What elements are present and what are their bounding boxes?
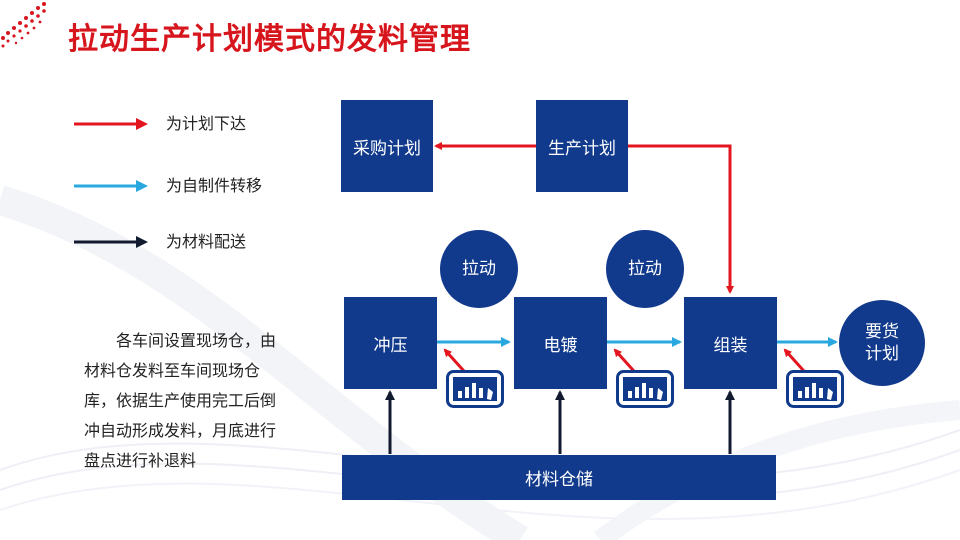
pull-circle-2: 拉动 xyxy=(606,230,684,308)
purchase-plan-box: 采购计划 xyxy=(341,100,433,192)
page-title: 拉动生产计划模式的发料管理 xyxy=(68,22,471,57)
red-arrow-icon xyxy=(74,118,148,130)
assembly-box: 组装 xyxy=(684,297,777,389)
black-arrow-icon xyxy=(74,236,148,248)
tablet-chart-icon xyxy=(616,370,674,408)
legend-item-plan: 为计划下达 xyxy=(72,114,302,134)
stamping-box: 冲压 xyxy=(344,297,437,389)
legend-item-transfer: 为自制件转移 xyxy=(72,176,302,196)
corner-dots-logo xyxy=(1,2,46,48)
demand-plan-label: 要货计划 xyxy=(865,322,899,364)
pull-label: 拉动 xyxy=(628,259,662,279)
tablet-chart-icon xyxy=(786,370,844,408)
legend-item-material: 为材料配送 xyxy=(72,232,302,252)
blue-arrow-icon xyxy=(74,180,148,192)
demand-plan-circle: 要货计划 xyxy=(839,300,925,386)
warehouse-box: 材料仓储 xyxy=(342,455,776,500)
legend-label: 为自制件转移 xyxy=(166,176,263,195)
pull-label: 拉动 xyxy=(462,259,496,279)
description-text: 各车间设置现场仓，由材料仓发料至车间现场仓库，依据生产使用完工后倒冲自动形成发料… xyxy=(84,331,277,470)
legend-label: 为材料配送 xyxy=(166,232,247,251)
legend-label: 为计划下达 xyxy=(166,114,247,133)
tablet-chart-icon xyxy=(446,370,504,408)
production-plan-box: 生产计划 xyxy=(536,100,628,192)
pull-circle-1: 拉动 xyxy=(440,230,518,308)
plating-box: 电镀 xyxy=(514,297,607,389)
